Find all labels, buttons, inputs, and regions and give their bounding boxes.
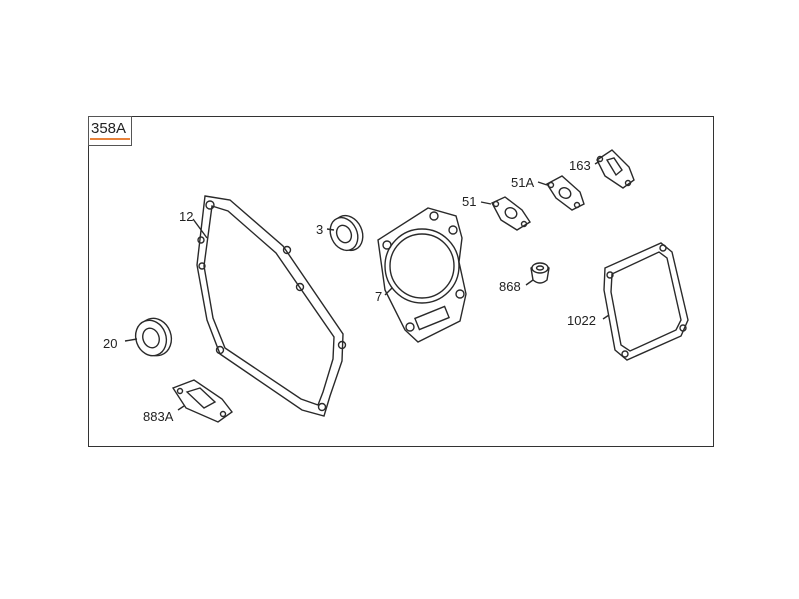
breather-gasket[interactable] xyxy=(171,379,233,423)
valve-cover-gasket[interactable] xyxy=(603,242,689,361)
crankcase-gasket[interactable] xyxy=(196,195,347,417)
callout-868: 868 xyxy=(499,279,521,294)
callout-3: 3 xyxy=(316,222,323,237)
kit-label-badge: 358A xyxy=(88,116,132,146)
callout-163: 163 xyxy=(569,158,591,173)
intake-gasket[interactable] xyxy=(546,175,585,211)
cylinder-head-gasket[interactable] xyxy=(377,207,467,343)
oil-seal-small[interactable] xyxy=(325,211,368,255)
leader-lines xyxy=(124,160,610,411)
callout-883a: 883A xyxy=(143,409,174,424)
callout-1022: 1022 xyxy=(567,313,596,328)
diagram-frame xyxy=(88,116,714,447)
kit-label-underline xyxy=(90,138,130,140)
callout-51: 51 xyxy=(462,194,476,209)
kit-label: 358A xyxy=(91,120,127,137)
oil-seal-large[interactable] xyxy=(131,314,177,361)
callout-20: 20 xyxy=(103,336,117,351)
valve-stem-seal[interactable] xyxy=(530,262,550,284)
callout-51a: 51A xyxy=(511,175,534,190)
exhaust-gasket[interactable] xyxy=(491,196,531,231)
callout-12: 12 xyxy=(179,209,193,224)
callout-7: 7 xyxy=(375,289,382,304)
carburetor-gasket[interactable] xyxy=(596,149,635,189)
